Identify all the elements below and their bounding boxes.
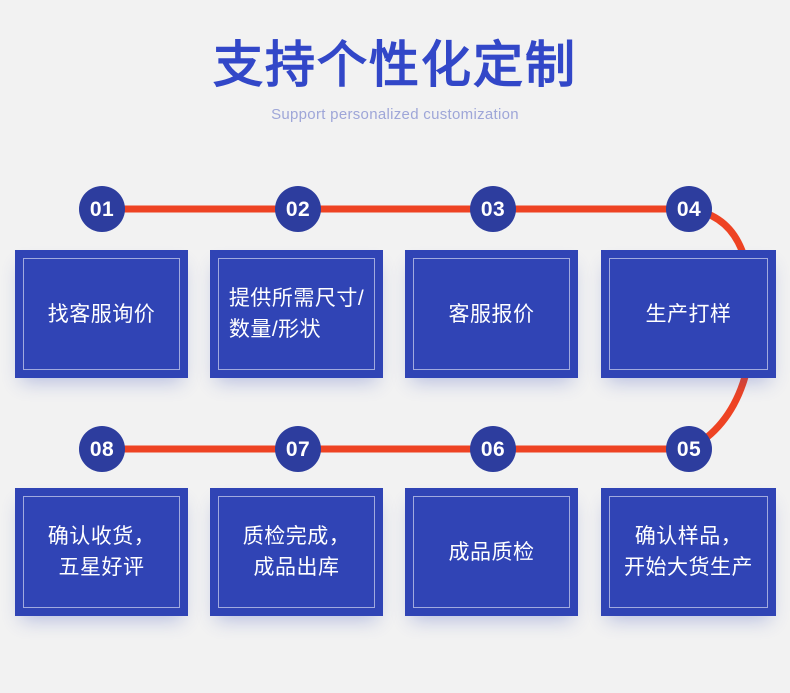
step-box-03[interactable]: 客服报价	[405, 250, 578, 378]
step-circle-05[interactable]: 05	[666, 426, 712, 472]
step-box-05-label: 确认样品， 开始大货生产	[624, 525, 753, 579]
step-circle-08-number: 08	[89, 437, 115, 461]
step-circle-06[interactable]: 06	[470, 426, 516, 472]
step-box-03-frame: 客服报价	[413, 258, 570, 370]
step-box-02-label: 提供所需尺寸/ 数量/形状	[228, 287, 365, 341]
step-circle-02[interactable]: 02	[275, 186, 321, 232]
step-circle-06-number: 06	[480, 437, 506, 461]
step-box-06-frame: 成品质检	[413, 496, 570, 608]
step-box-01-frame: 找客服询价	[23, 258, 180, 370]
step-circle-04[interactable]: 04	[666, 186, 712, 232]
step-box-01[interactable]: 找客服询价	[15, 250, 188, 378]
step-box-04[interactable]: 生产打样	[601, 250, 776, 378]
step-box-08-frame: 确认收货， 五星好评	[23, 496, 180, 608]
step-box-04-label: 生产打样	[645, 302, 732, 326]
step-box-07-label: 质检完成， 成品出库	[242, 525, 351, 579]
step-box-02[interactable]: 提供所需尺寸/ 数量/形状	[210, 250, 383, 378]
step-box-05-frame: 确认样品， 开始大货生产	[609, 496, 768, 608]
step-box-06[interactable]: 成品质检	[405, 488, 578, 616]
step-circle-01-number: 01	[89, 197, 115, 221]
step-circle-01[interactable]: 01	[79, 186, 125, 232]
step-circle-05-number: 05	[676, 437, 702, 461]
step-circle-03[interactable]: 03	[470, 186, 516, 232]
header: 支持个性化定制 Support personalized customizati…	[0, 0, 790, 125]
page-subtitle: Support personalized customization	[271, 106, 519, 123]
step-circle-02-number: 02	[285, 197, 311, 221]
step-box-08[interactable]: 确认收货， 五星好评	[15, 488, 188, 616]
step-box-07[interactable]: 质检完成， 成品出库	[210, 488, 383, 616]
step-box-05[interactable]: 确认样品， 开始大货生产	[601, 488, 776, 616]
step-circle-04-number: 04	[676, 197, 702, 221]
page-title: 支持个性化定制	[213, 37, 577, 93]
step-box-06-label: 成品质检	[448, 540, 535, 564]
step-box-04-frame: 生产打样	[609, 258, 768, 370]
step-box-02-frame: 提供所需尺寸/ 数量/形状	[218, 258, 375, 370]
step-box-01-label: 找客服询价	[47, 302, 156, 326]
step-circle-08[interactable]: 08	[79, 426, 125, 472]
step-circle-07[interactable]: 07	[275, 426, 321, 472]
step-box-07-frame: 质检完成， 成品出库	[218, 496, 375, 608]
step-box-03-label: 客服报价	[448, 302, 535, 326]
step-circle-07-number: 07	[285, 437, 311, 461]
step-box-08-label: 确认收货， 五星好评	[47, 525, 156, 579]
step-circle-03-number: 03	[480, 197, 506, 221]
